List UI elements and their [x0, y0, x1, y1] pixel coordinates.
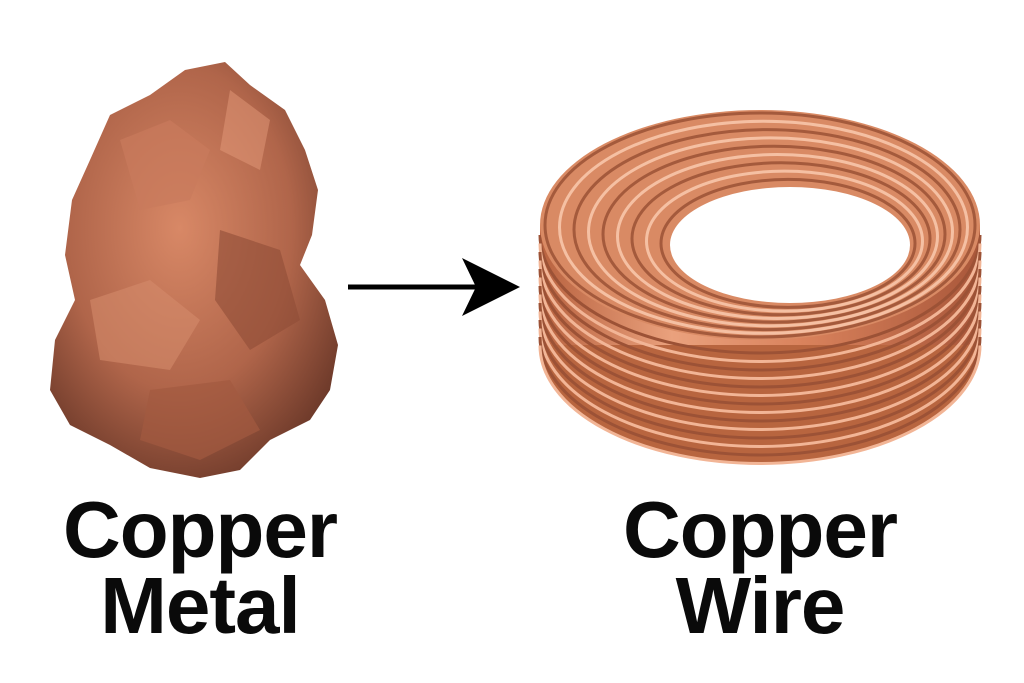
copper-metal-label-line1: Copper — [63, 485, 338, 574]
wire-strand — [538, 251, 982, 372]
wire-strand — [538, 234, 982, 355]
wire-strand — [538, 336, 982, 457]
copper-metal-label: Copper Metal — [30, 485, 370, 650]
wire-strand — [601, 144, 947, 324]
copper-wire-label: Copper Wire — [580, 485, 940, 650]
wire-strand — [538, 243, 982, 363]
wire-strand — [630, 161, 932, 317]
copper-wire-coil-image — [538, 110, 982, 465]
wire-strand — [538, 345, 982, 465]
wire-strand — [538, 319, 982, 440]
wire-strand — [659, 177, 917, 309]
wire-strand — [538, 285, 982, 406]
wire-strand — [572, 128, 962, 332]
copper-nugget-image — [50, 62, 338, 478]
wire-strand — [538, 268, 982, 389]
copper-wire-label-line1: Copper — [623, 485, 898, 574]
wire-strand — [538, 277, 982, 397]
copper-wire-label-line2: Wire — [675, 561, 846, 650]
wire-strand — [538, 328, 982, 448]
wire-strand — [538, 294, 982, 414]
wire-strand — [543, 111, 977, 339]
wire-strand — [616, 153, 939, 320]
wire-strand — [538, 311, 982, 431]
wire-strand — [558, 119, 969, 335]
wire-strand — [645, 169, 924, 313]
wire-strand — [538, 260, 982, 380]
arrow-right-icon — [348, 258, 520, 316]
wire-strand — [587, 136, 954, 328]
wire-strand — [538, 302, 982, 423]
copper-metal-label-line2: Metal — [100, 561, 301, 650]
